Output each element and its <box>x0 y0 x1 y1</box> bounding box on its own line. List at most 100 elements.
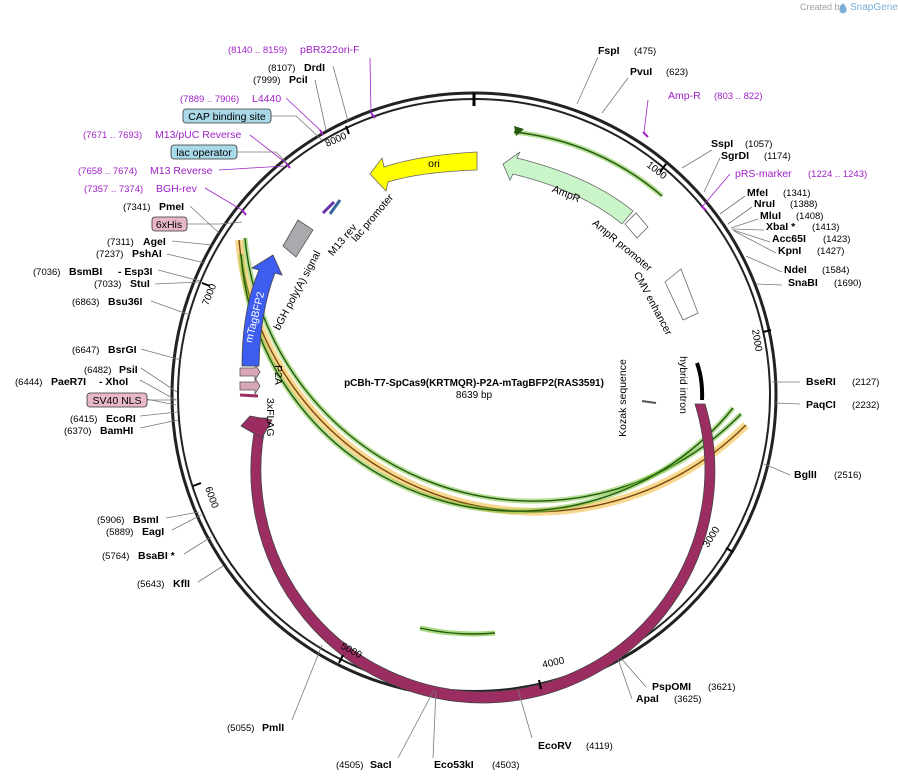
lac-operator-box <box>170 144 238 160</box>
site-agei: AgeI <box>143 236 166 248</box>
primer-l4440: L4440 <box>252 93 281 105</box>
site-stui: StuI <box>130 278 150 290</box>
site-pmli-pos: (5055) <box>227 723 254 734</box>
site-mlui: MluI <box>760 210 781 222</box>
ori-arrow <box>369 151 478 192</box>
site-pspomi: PspOMI <box>652 681 691 693</box>
primer-prsmarker-pos: (1224 .. 1243) <box>808 169 867 180</box>
site-esp3i: - Esp3I <box>118 266 153 278</box>
primer-ampr-mark <box>642 131 649 138</box>
feature-track-green <box>242 237 743 504</box>
site-bsmbi-pos: (7036) <box>33 267 60 278</box>
his-tag-box <box>151 216 188 232</box>
site-bamhi-pos: (6370) <box>64 426 91 437</box>
credit-text: Created by <box>800 2 845 12</box>
boxed-label-leaders <box>147 115 323 401</box>
site-pcii-pos: (7999) <box>253 75 280 86</box>
kozak-label: Kozak sequence <box>617 359 629 437</box>
site-xbai-pos: (1413) <box>812 222 839 233</box>
site-apai: ApaI <box>636 693 659 705</box>
site-paqci: PaqCI <box>806 399 836 411</box>
plasmid-size: 8639 bp <box>456 390 493 401</box>
site-nrui: NruI <box>754 198 775 210</box>
primer-m13rev: M13 Reverse <box>150 165 213 177</box>
site-mfei-pos: (1341) <box>783 188 810 199</box>
tick-7000: 7000 <box>201 282 220 307</box>
site-pcii: PciI <box>289 74 308 86</box>
site-kfli-pos: (5643) <box>137 579 164 590</box>
his-tag-label: 6xHis <box>156 219 182 231</box>
cap-binding-box <box>182 108 272 124</box>
tick-6000: 6000 <box>202 485 220 510</box>
sv40-nls-label: SV40 NLS <box>92 395 141 407</box>
site-bsu36i: Bsu36I <box>108 296 143 308</box>
site-nrui-pos: (1388) <box>790 199 817 210</box>
mtagbfp2-arrow <box>241 254 283 367</box>
site-pshai-pos: (7237) <box>96 249 123 260</box>
site-bsmi-pos: (5906) <box>97 515 124 526</box>
site-bglii-pos: (2516) <box>834 470 861 481</box>
ampr-promoter-box <box>624 212 649 239</box>
lac-operator-label: lac operator <box>176 147 232 159</box>
site-bamhi: BamHI <box>100 425 133 437</box>
primer-bghrev-pos: (7357 .. 7374) <box>84 184 143 195</box>
site-pvui: PvuI <box>630 66 652 78</box>
primer-ampr: Amp-R <box>668 90 701 102</box>
lac-mark <box>328 199 342 215</box>
site-pmei: PmeI <box>159 201 184 213</box>
site-pspomi-pos: (3621) <box>708 682 735 693</box>
site-paer7i-pos: (6444) <box>15 377 42 388</box>
primer-l4440-pos: (7889 .. 7906) <box>180 94 239 105</box>
site-eagi: EagI <box>142 526 164 538</box>
feature-track-top-line <box>513 131 663 197</box>
p2a-label: P2A <box>272 365 284 385</box>
primer-pbr322-mark <box>370 112 376 119</box>
site-ecorv: EcoRV <box>538 740 572 752</box>
bgh-label: bGH poly(A) signal <box>271 249 323 332</box>
site-xhoi: - XhoI <box>99 376 128 388</box>
primer-bghrev: BGH-rev <box>156 183 198 195</box>
site-paqci-pos: (2232) <box>852 400 879 411</box>
p2a-arrow <box>239 362 261 382</box>
site-bglii: BglII <box>794 469 817 481</box>
site-saci-pos: (4505) <box>336 760 363 771</box>
site-stui-pos: (7033) <box>94 279 121 290</box>
site-bsrgi: BsrGI <box>108 344 137 356</box>
site-ndei: NdeI <box>784 264 807 276</box>
site-fspi-pos: (475) <box>634 46 656 57</box>
site-sspi: SspI <box>711 138 733 150</box>
feature-track-orange-line <box>238 239 747 513</box>
primer-m13puc-mark <box>285 162 291 169</box>
site-pvui-pos: (623) <box>666 67 688 78</box>
site-pmei-pos: (7341) <box>123 202 150 213</box>
top-track-arrowhead <box>514 126 524 136</box>
site-eco53ki-pos: (4503) <box>492 760 519 771</box>
hybrid-intron-mark <box>695 362 705 401</box>
primer-pbr322ori-pos: (8140 .. 8159) <box>228 45 287 56</box>
snapgene-logo-icon <box>839 3 847 14</box>
site-pmli: PmlI <box>262 722 284 734</box>
site-psii: PsiI <box>119 364 138 376</box>
site-mfei: MfeI <box>747 187 768 199</box>
cas9-label: Cas9 <box>467 608 493 620</box>
site-acc65i: Acc65I <box>772 233 806 245</box>
plasmid-name: pCBh-T7-SpCas9(KRTMQR)-P2A-mTagBFP2(RAS3… <box>344 378 604 389</box>
ori-label: ori <box>428 158 440 170</box>
site-psii-pos: (6482) <box>84 365 111 376</box>
site-apai-pos: (3625) <box>674 694 701 705</box>
site-paer7i: PaeR7I <box>51 376 86 388</box>
site-ecori-pos: (6415) <box>70 414 97 425</box>
site-ecorv-pos: (4119) <box>586 741 613 752</box>
kozak-mark <box>641 400 657 404</box>
site-mlui-pos: (1408) <box>796 211 823 222</box>
site-xbai: XbaI * <box>766 221 796 233</box>
site-bsrgi-pos: (6647) <box>72 345 99 356</box>
site-agei-pos: (7311) <box>107 237 134 248</box>
site-eco53ki: Eco53kI <box>434 759 474 771</box>
site-bsabi: BsaBI * <box>138 550 176 562</box>
site-drdi: DrdI <box>304 62 325 74</box>
site-fspi: FspI <box>598 45 620 57</box>
site-eagi-pos: (5889) <box>106 527 133 538</box>
site-bsmi: BsmI <box>133 514 159 526</box>
site-sgrdi: SgrDI <box>721 150 749 162</box>
